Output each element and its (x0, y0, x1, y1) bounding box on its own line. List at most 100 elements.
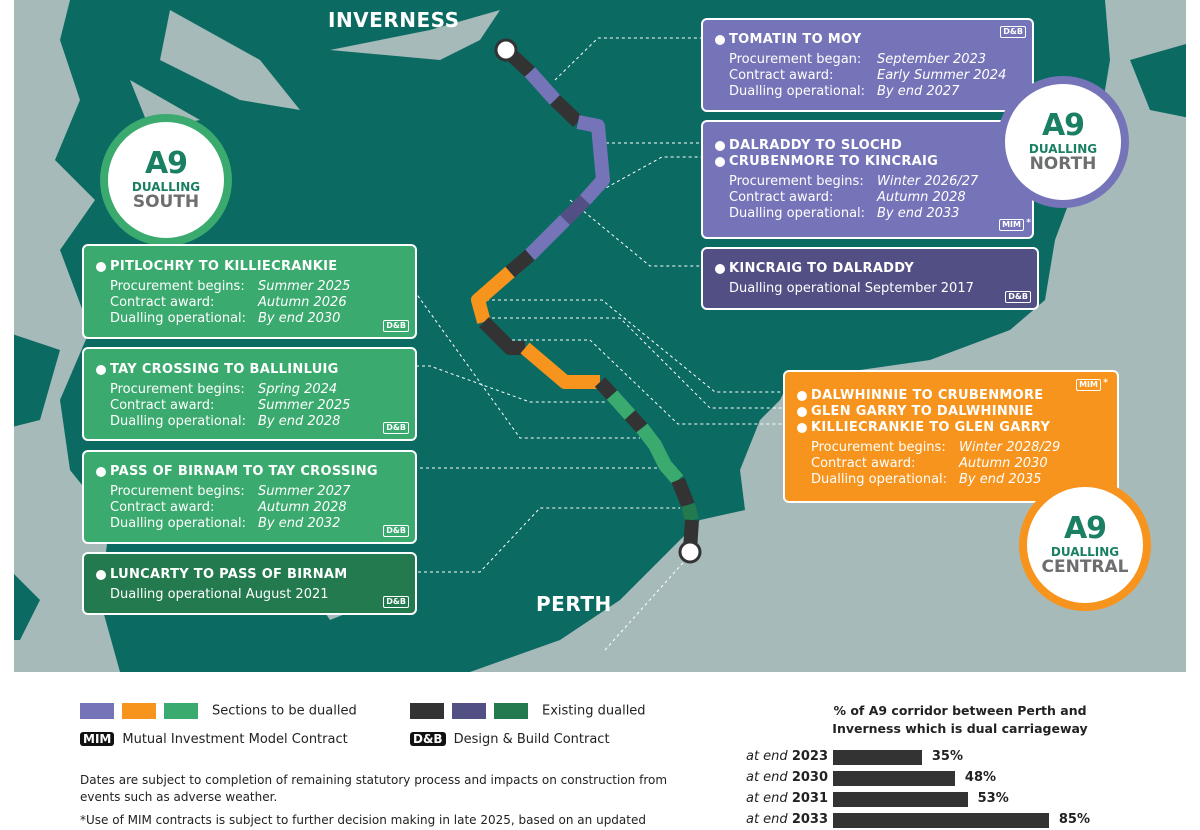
row-label: Dualling operational: (729, 206, 866, 221)
section-title: PASS OF BIRNAM TO TAY CROSSING (96, 464, 415, 480)
legend-label: Existing dualled (542, 703, 646, 719)
category-label: at end 2023 (745, 749, 828, 764)
row-label: Contract award: (729, 190, 834, 205)
value-label: 48% (964, 770, 997, 785)
row-value: Autumn 2028 (258, 500, 347, 515)
row-value: By end 2028 (258, 414, 341, 429)
section-title: CRUBENMORE TO KINCRAIG (715, 154, 1032, 170)
bar (833, 750, 922, 765)
row-label: Dualling operational: (110, 311, 247, 326)
bar (833, 813, 1049, 828)
section-title: PITLOCHRY TO KILLIECRANKIE (96, 259, 415, 275)
db-badge: D&B (383, 525, 409, 537)
value-label: 85% (1058, 812, 1091, 827)
swatch-south (164, 703, 198, 719)
place-inverness: INVERNESS (328, 8, 460, 32)
section-title: LUNCARTY TO PASS OF BIRNAM (96, 567, 415, 583)
logo-line2: CENTRAL (1041, 557, 1129, 577)
bar (833, 792, 968, 807)
row-label: Procurement begins: (811, 440, 946, 455)
chart-row: at end 2023 35% (700, 749, 1180, 767)
note-dates: Dates are subject to completion of remai… (80, 773, 668, 804)
chart-row: at end 2031 53% (700, 791, 1180, 809)
section-title: GLEN GARRY TO DALWHINNIE (797, 404, 1117, 420)
asterisk: * (1103, 378, 1108, 388)
bar (833, 771, 955, 786)
section-box-central: DALWHINNIE TO CRUBENMORE GLEN GARRY TO D… (783, 370, 1119, 503)
row-label: Procurement begins: (110, 484, 245, 499)
row-label: Procurement begins: (110, 382, 245, 397)
row-label: Contract award: (811, 456, 916, 471)
section-box-tay-crossing: TAY CROSSING TO BALLINLUIG Procurement b… (82, 347, 417, 441)
swatch-central (122, 703, 156, 719)
row-value: Winter 2026/27 (877, 174, 979, 189)
swatch-south-existing (494, 703, 528, 719)
chart-row: at end 2033 85% (700, 812, 1180, 830)
status-text: Dualling operational August 2021 (110, 587, 329, 602)
row-label: Procurement begins: (729, 174, 864, 189)
logo-dualling-central: A9 DUALLING CENTRAL (1019, 479, 1151, 611)
section-title: TOMATIN TO MOY (715, 32, 1032, 48)
row-value: Summer 2025 (258, 279, 351, 294)
note-mim: *Use of MIM contracts is subject to furt… (80, 813, 646, 827)
legend-db: D&B Design & Build Contract (410, 732, 610, 747)
legend-existing: Existing dualled (410, 703, 646, 719)
row-value: Autumn 2030 (959, 456, 1048, 471)
inverness-marker (494, 38, 518, 62)
section-box-tomatin-to-moy: TOMATIN TO MOY Procurement began:Septemb… (701, 18, 1034, 112)
legend-to-be-dualled: Sections to be dualled (80, 703, 357, 719)
row-label: Procurement began: (729, 52, 862, 67)
category-label: at end 2031 (745, 791, 828, 806)
section-title: KILLIECRANKIE TO GLEN GARRY (797, 420, 1117, 436)
legend-label: Mutual Investment Model Contract (122, 732, 348, 747)
db-badge: D&B (383, 596, 409, 608)
section-box-pass-of-birnam: PASS OF BIRNAM TO TAY CROSSING Procureme… (82, 450, 417, 544)
logo-dualling-north: A9 DUALLING NORTH (997, 76, 1129, 208)
logo-line2: NORTH (1029, 154, 1097, 174)
row-value: By end 2027 (877, 84, 960, 99)
row-label: Procurement begins: (110, 279, 245, 294)
db-tag: D&B (410, 732, 446, 746)
legend-label: Design & Build Contract (453, 732, 610, 747)
row-label: Dualling operational: (110, 516, 247, 531)
category-label: at end 2033 (745, 812, 828, 827)
section-title: TAY CROSSING TO BALLINLUIG (96, 362, 415, 378)
db-badge: D&B (383, 320, 409, 332)
logo-line2: SOUTH (132, 192, 200, 212)
section-box-pitlochry: PITLOCHRY TO KILLIECRANKIE Procurement b… (82, 244, 417, 339)
mim-tag: MIM (80, 732, 115, 746)
row-value: Spring 2024 (258, 382, 338, 397)
row-label: Contract award: (110, 500, 215, 515)
row-value: Autumn 2028 (877, 190, 966, 205)
legend-label: Sections to be dualled (212, 703, 357, 719)
logo-line1: DUALLING (1050, 545, 1120, 559)
db-badge: D&B (1005, 291, 1031, 303)
row-label: Dualling operational: (110, 414, 247, 429)
place-perth: PERTH (536, 592, 612, 616)
section-box-dalraddy-crubenmore: DALRADDY TO SLOCHD CRUBENMORE TO KINCRAI… (701, 120, 1034, 239)
mim-badge: MIM* (999, 218, 1031, 231)
section-title: DALWHINNIE TO CRUBENMORE (797, 388, 1117, 404)
value-label: 53% (977, 791, 1009, 806)
status-text: Dualling operational September 2017 (729, 281, 974, 296)
swatch-north (80, 703, 114, 719)
row-label: Contract award: (110, 398, 215, 413)
section-title: KINCRAIG TO DALRADDY (715, 261, 1037, 277)
row-label: Contract award: (729, 68, 834, 83)
logo-mark: A9 (144, 146, 188, 181)
logo-dualling-south: A9 DUALLING SOUTH (100, 114, 232, 246)
perth-marker (678, 540, 702, 564)
row-value: By end 2035 (959, 472, 1042, 487)
row-value: By end 2033 (877, 206, 960, 221)
row-value: By end 2030 (258, 311, 341, 326)
logo-line1: DUALLING (1028, 142, 1098, 156)
value-label: 35% (931, 749, 964, 764)
row-value: By end 2032 (258, 516, 341, 531)
section-box-luncarty: LUNCARTY TO PASS OF BIRNAM Dualling oper… (82, 552, 417, 615)
db-badge: D&B (383, 422, 409, 434)
row-value: Summer 2025 (258, 398, 351, 413)
db-badge: D&B (1000, 26, 1026, 38)
row-value: Summer 2027 (258, 484, 351, 499)
logo-mark: A9 (1041, 108, 1085, 143)
